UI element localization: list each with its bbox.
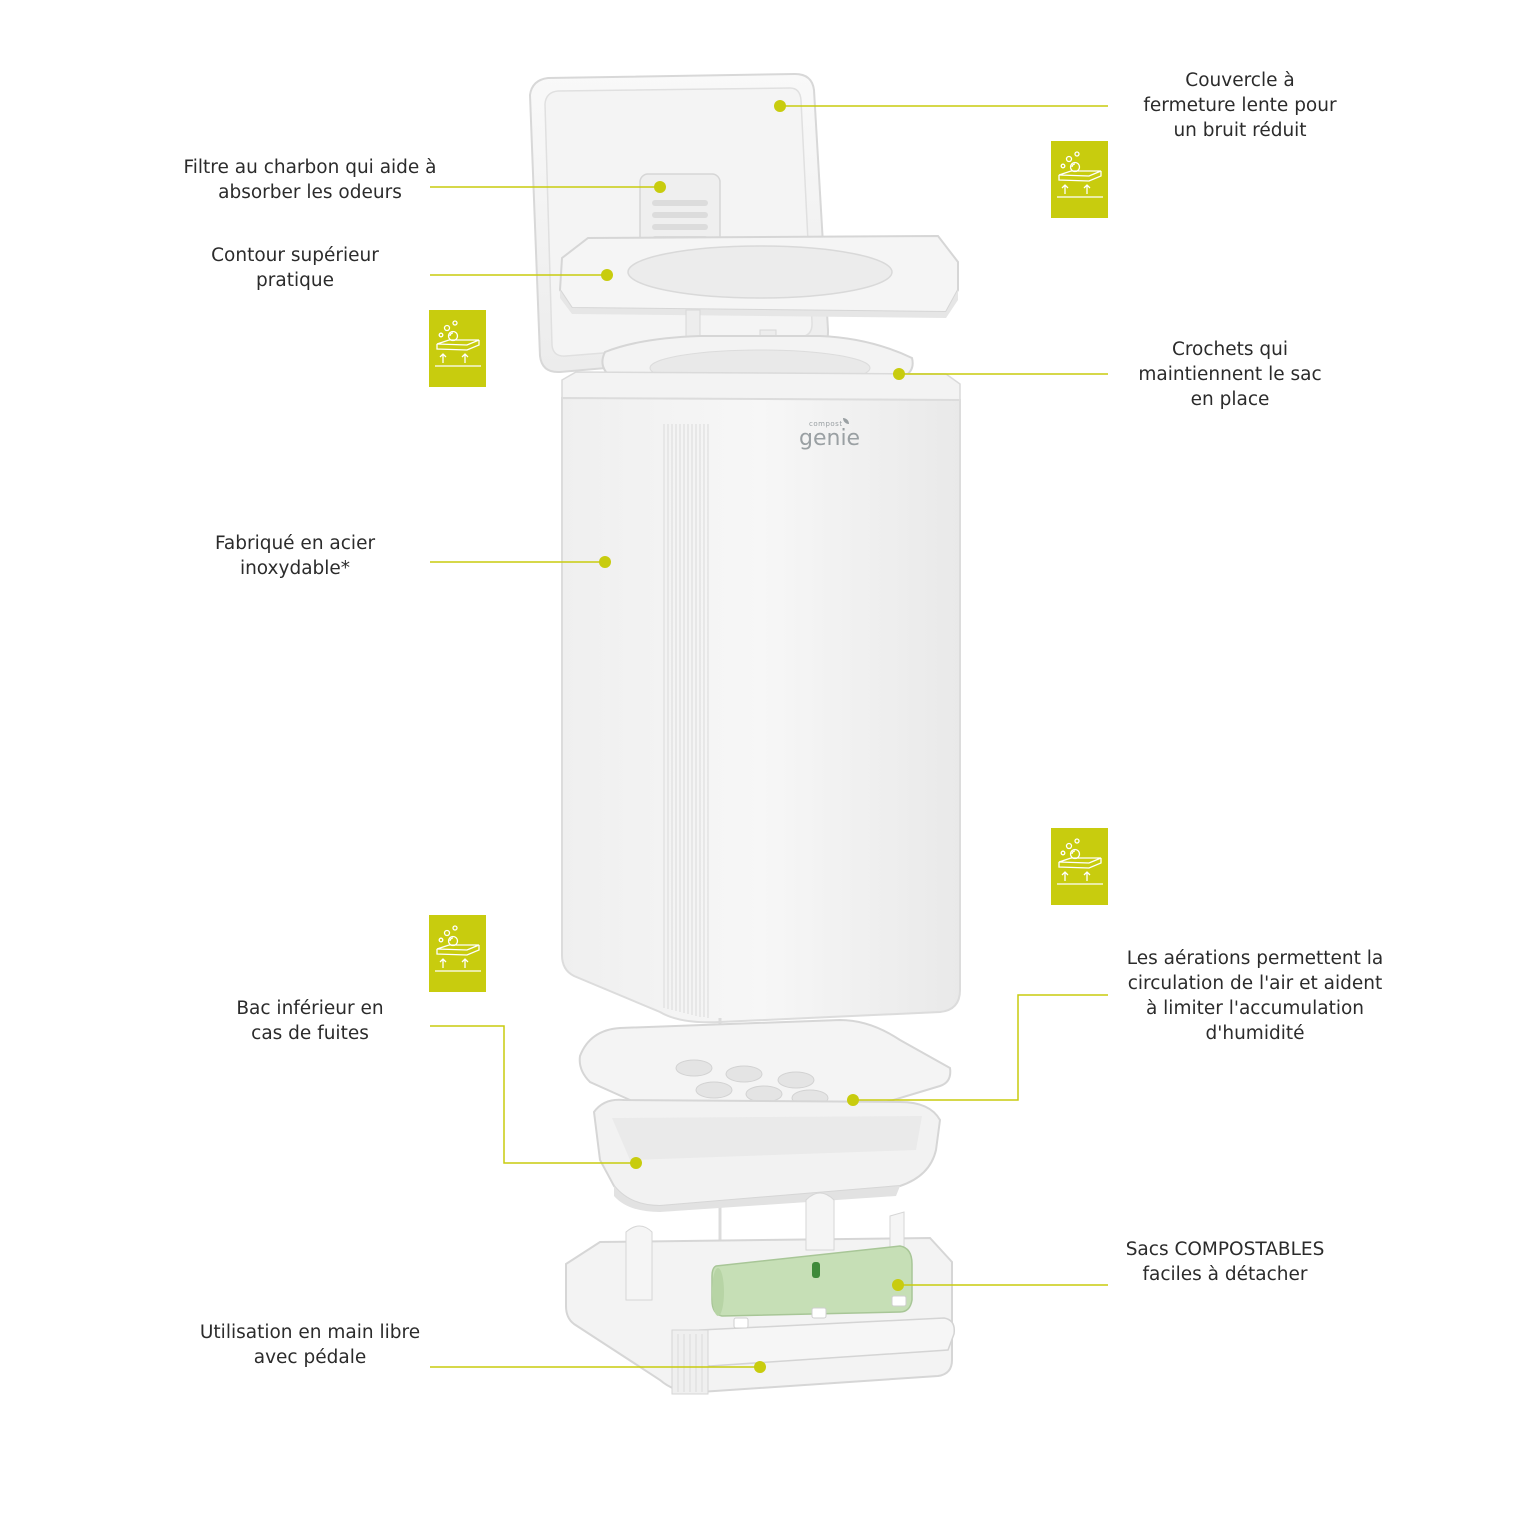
label-hooks: Crochets qui maintiennent le sac en plac… bbox=[1138, 339, 1322, 410]
odor-absorb-icon bbox=[1051, 141, 1108, 218]
odor-absorb-icon bbox=[1051, 828, 1108, 905]
label-pedal: Utilisation en main libre avec pédale bbox=[199, 1322, 421, 1368]
bin-body-part bbox=[561, 371, 961, 1024]
top-rim-part bbox=[558, 234, 959, 318]
label-rim: Contour supérieur pratique bbox=[211, 245, 379, 291]
brand-logo-big: genie bbox=[799, 426, 861, 451]
brand-logo-small: compost bbox=[809, 420, 843, 428]
label-tray: Bac inférieur en cas de fuites bbox=[236, 998, 384, 1044]
callout-lines bbox=[430, 105, 1108, 1368]
label-filter: Filtre au charbon qui aide à absorber le… bbox=[183, 157, 437, 203]
drip-tray-part bbox=[592, 1098, 942, 1212]
label-steel: Fabriqué en acier inoxydable* bbox=[214, 533, 376, 579]
compost-bag-roll bbox=[711, 1245, 913, 1317]
brand-logo: compost genie bbox=[787, 418, 867, 458]
label-lid: Couvercle à fermeture lente pour un brui… bbox=[1143, 70, 1337, 141]
base-part bbox=[565, 1192, 956, 1395]
leaf-icon bbox=[843, 418, 849, 424]
label-bags: Sacs COMPOSTABLES faciles à détacher bbox=[1125, 1239, 1325, 1285]
odor-absorb-icon bbox=[429, 310, 486, 387]
label-vents: Les aérations permettent la circulation … bbox=[1126, 948, 1384, 1044]
vent-plate-part bbox=[578, 1018, 952, 1114]
odor-absorb-icon bbox=[429, 915, 486, 992]
callout-dots bbox=[599, 100, 905, 1373]
